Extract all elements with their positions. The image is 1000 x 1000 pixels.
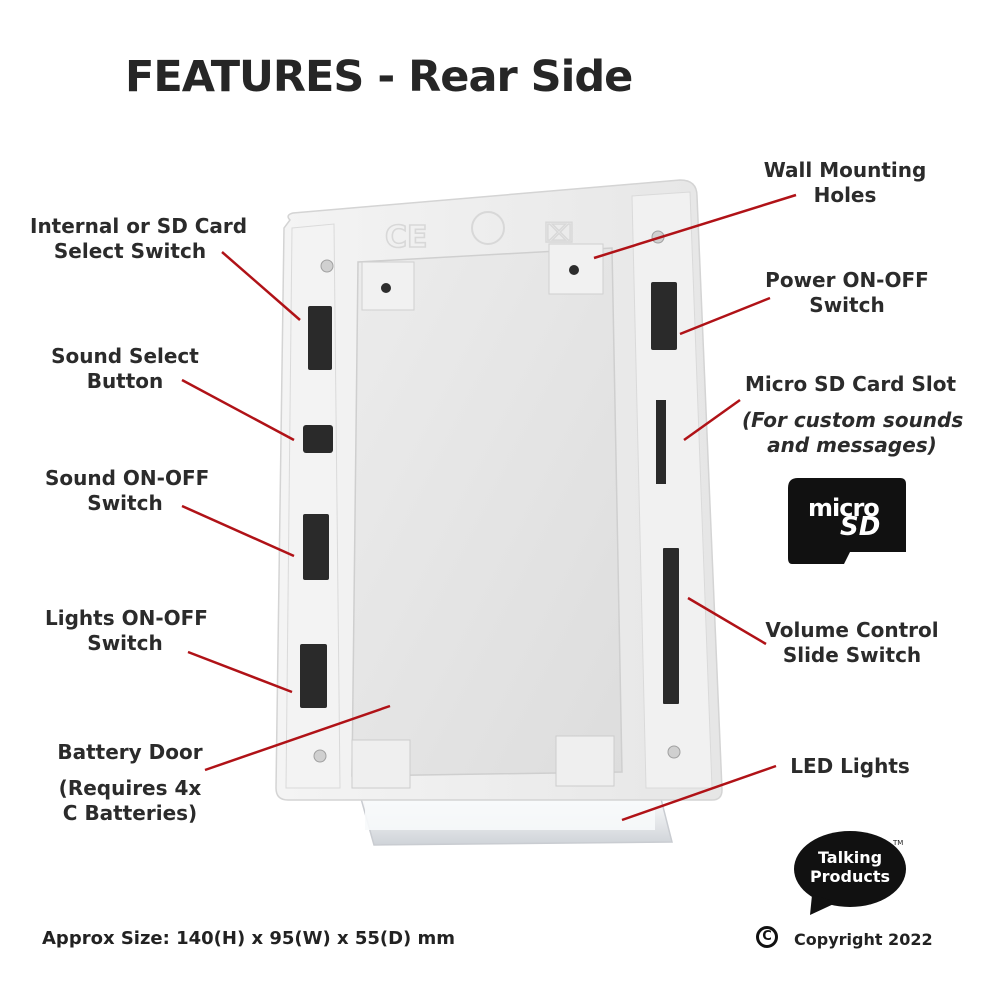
mounting-hole-icon (569, 265, 579, 275)
talking-products-logo (794, 831, 906, 907)
size-info: Approx Size: 140(H) x 95(W) x 55(D) mm (42, 928, 456, 949)
page-title: FEATURES - Rear Side (125, 52, 633, 102)
copyright-text: Copyright 2022 (794, 930, 933, 949)
svg-text:CE: CE (385, 220, 428, 255)
sound-on-off-switch[interactable] (303, 514, 329, 580)
micro-sd-card-slot[interactable] (656, 400, 666, 484)
internal-sd-select-switch[interactable] (308, 306, 332, 370)
mounting-hole-icon (381, 283, 391, 293)
power-on-off-switch[interactable] (651, 282, 677, 350)
battery-door[interactable] (351, 243, 623, 789)
copyright-icon: C (756, 926, 778, 948)
microsd-logo (788, 478, 906, 564)
trademark-mark: TM (893, 839, 904, 847)
label-micro-sd-slot: Micro SD Card Slot (745, 372, 957, 396)
leader-lines (181, 193, 797, 822)
microsd-logo-sd: SD (840, 512, 881, 542)
sound-select-button[interactable] (303, 425, 333, 453)
label-battery-door: Battery Door (57, 740, 203, 764)
label-led-lights: LED Lights (790, 754, 910, 778)
microsd-logo-text: micro (808, 494, 880, 522)
lights-on-off-switch[interactable] (300, 644, 327, 708)
led-lights-strip (359, 794, 673, 846)
volume-control-slide-switch[interactable] (663, 548, 679, 704)
